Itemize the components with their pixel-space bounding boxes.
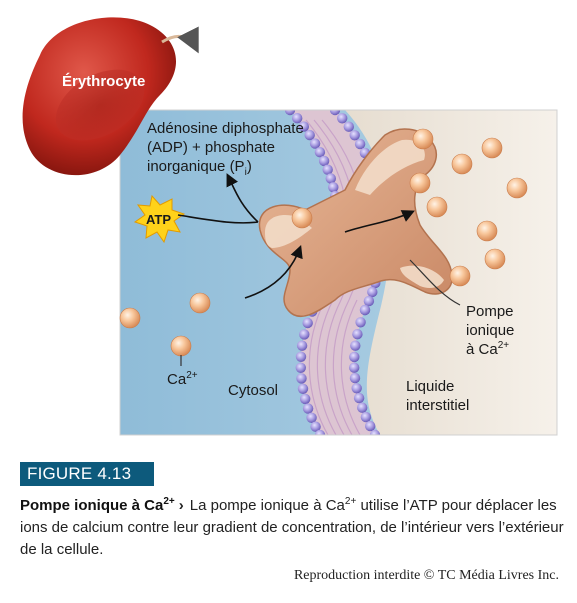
calcium-ion [189,292,211,314]
phospholipid-head [363,295,375,307]
liquide-label-line2: interstitiel [406,397,469,414]
caption-text-post: utilise l’ATP pour déplacer les ions de … [20,497,564,558]
phospholipid-head [306,412,317,423]
calcium-ion [291,207,313,229]
caption-text-pre: La pompe ionique à Ca [189,497,345,514]
figure-caption: Pompe ionique à Ca2+›La pompe ionique à … [20,495,568,561]
erythrocyte-cell [22,17,177,176]
calcium-pump [258,128,453,317]
phospholipid-head [343,121,354,132]
adp-label-line3: inorganique (Pi) [147,158,252,178]
adp-label-line1: Adénosine diphosphate [147,120,304,137]
panel-border [119,109,558,436]
phospholipid-head [367,286,378,298]
atp-label: ATP [146,212,171,227]
ion-entry-arrow [244,244,303,299]
phospholipid-head [351,383,362,394]
pump-leader-line [409,259,461,306]
phospholipid-head [296,373,307,384]
pompe-label-line1: Pompe [466,303,514,320]
adp-line3-sub: i [245,167,247,178]
pompe-label-line2: ionique [466,322,514,339]
adp-label-line2: (ADP) + phosphate [147,139,275,156]
ca-label-sup: 2+ [186,370,198,381]
phospholipid-head [299,329,310,340]
phospholipid-head [302,317,313,329]
phospholipid-head [318,155,330,167]
calcium-pump-illustration: Érythrocyte ATP Adénosine diphosphate (A… [22,17,558,436]
phospholipid-head [337,113,348,124]
calcium-ion [409,172,431,194]
calcium-ion [119,307,141,329]
adp-release-arrow [226,173,259,223]
phospholipid-head [349,372,361,384]
phospholipid-head [328,182,339,193]
phospholipid-head [359,304,371,316]
erythrocyte-label: Érythrocyte [62,73,145,90]
phospholipid-head [350,340,361,351]
phospholipid-head [329,110,341,116]
caption-title-text: Pompe ionique à Ca [20,497,164,514]
pompe-line3-sup: 2+ [498,340,510,351]
atp-to-pump-arrow [177,214,259,224]
ca-label: Ca2+ [167,370,198,388]
caption-arrow: › [178,497,184,514]
calcium-ion [170,335,192,357]
cytosol-label: Cytosol [228,382,278,399]
calcium-ion [484,248,506,270]
figure-badge: FIGURE 4.13 [20,462,154,486]
calcium-ion [451,153,473,175]
phospholipid-head [298,121,309,132]
phospholipid-head [296,340,308,351]
phospholipid-head [314,429,326,435]
calcium-ion [426,196,448,218]
atp-burst [133,194,186,244]
phospholipid-head [349,351,360,363]
liquide-label-line1: Liquide [406,378,454,395]
phospholipid-head [309,138,321,149]
phospholipid-head [310,421,321,432]
phospholipid-head [297,383,309,394]
phospholipid-head [360,411,372,423]
caption-title: Pompe ionique à Ca2+ [20,496,175,515]
phospholipid-head [295,351,307,362]
phospholipid-head [314,147,326,158]
ca-label-base: Ca [167,371,187,388]
phospholipid-head [300,393,311,405]
phospholipid-head [369,429,381,435]
phospholipid-head [355,317,366,328]
caption-text-sup: 2+ [344,496,357,507]
adp-line3-pre: inorganique (P [147,158,245,175]
phospholipid-head [304,129,315,141]
adp-line3-post: ) [247,158,252,175]
calcium-ion [481,137,503,159]
phospholipid-head [325,173,336,184]
phospholipid-head [352,329,363,340]
phospholipid-head [353,392,365,404]
calcium-ion [506,177,528,199]
calcium-ion [476,220,498,242]
phospholipid-head [322,164,333,175]
phospholipid-head [349,362,360,373]
calcium-ions [119,128,528,357]
pompe-line3-pre: à Ca [466,341,498,358]
phospholipid-head [302,403,314,414]
pompe-label-line3: à Ca2+ [466,340,509,358]
phospholipid-head [295,362,306,373]
phospholipid-head [354,138,366,150]
phospholipid-head [365,420,376,432]
phospholipid-head [284,110,296,116]
phospholipid-head [292,113,303,124]
caption-title-sup: 2+ [163,496,175,507]
calcium-ion [449,265,471,287]
phospholipid-head [357,402,368,413]
calcium-ion [412,128,434,150]
phospholipid-head [349,130,360,141]
zoom-arrow [161,26,199,54]
ion-exit-arrow [344,210,415,233]
copyright-notice: Reproduction interdite © TC Média Livres… [293,568,559,583]
